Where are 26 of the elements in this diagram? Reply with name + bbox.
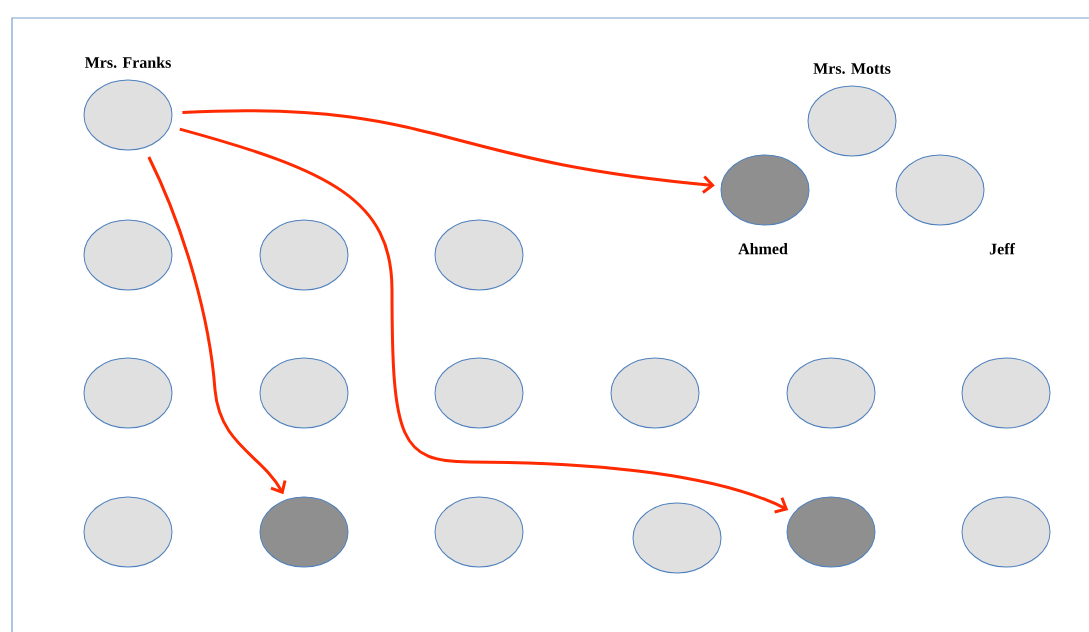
oval-node: Ahmed — [720, 154, 810, 255]
oval-node — [83, 496, 173, 568]
oval-node — [259, 496, 349, 568]
oval-node: Jeff — [895, 154, 1016, 255]
oval-node — [434, 496, 524, 568]
oval-node: Mrs. Motts — [807, 63, 897, 157]
oval-node — [434, 357, 524, 429]
node-label: Mrs. Franks — [84, 56, 171, 68]
oval-node — [961, 496, 1051, 568]
oval-node — [786, 357, 876, 429]
oval-node — [610, 357, 700, 429]
node-label: Ahmed — [738, 243, 788, 255]
curved-arrow — [182, 109, 715, 194]
node-label: Mrs. Motts — [813, 63, 891, 74]
oval-node — [961, 357, 1051, 429]
curved-arrow — [147, 156, 287, 495]
curved-arrow — [179, 127, 789, 514]
oval-node — [786, 496, 876, 568]
oval-node — [83, 357, 173, 429]
oval-node: Mrs. Franks — [83, 56, 173, 151]
node-label: Jeff — [989, 243, 1016, 255]
oval-node — [434, 219, 524, 291]
oval-node — [259, 357, 349, 429]
oval-node — [259, 219, 349, 291]
oval-node — [632, 502, 722, 574]
oval-node — [83, 219, 173, 291]
